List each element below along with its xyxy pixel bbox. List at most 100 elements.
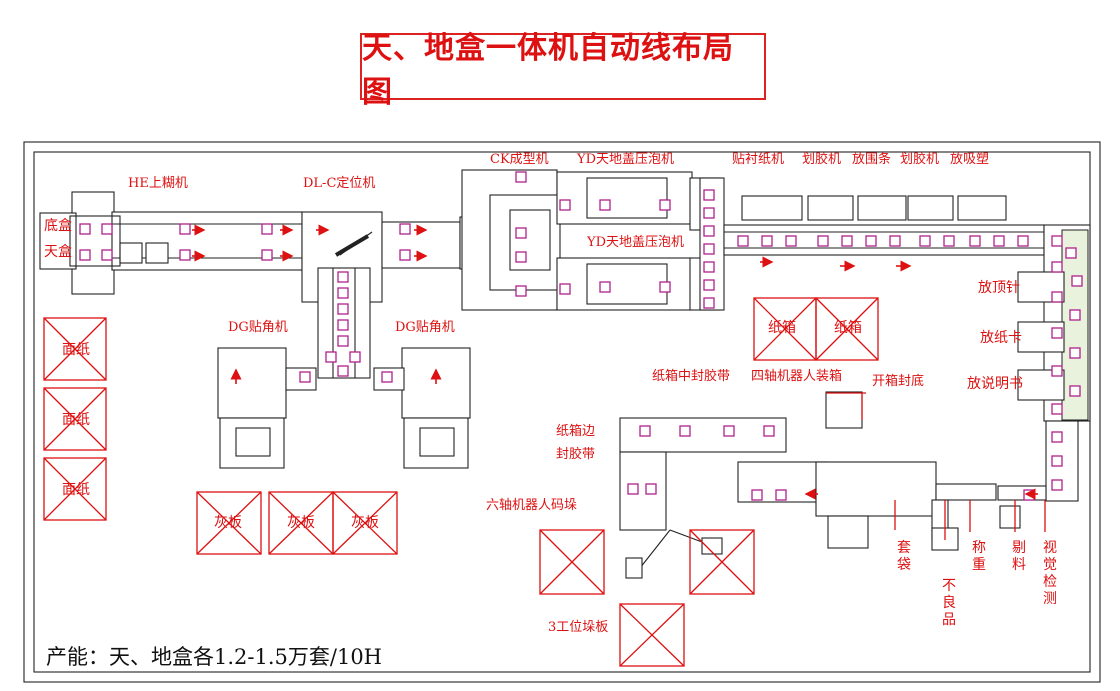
label-shijuejiance: 视觉检测	[1043, 540, 1057, 607]
product-marker	[1051, 235, 1063, 247]
label-zhixiang-2: 纸箱	[834, 320, 862, 336]
label-yd-mid: YD天地盖压泡机	[586, 235, 684, 250]
product-marker	[1069, 309, 1081, 321]
label-fangshuomingshu: 放说明书	[967, 376, 1023, 392]
product-marker	[659, 199, 671, 211]
label-huajiao2: 划胶机	[900, 151, 939, 167]
main-conveyor	[723, 224, 1045, 256]
product-marker	[659, 281, 671, 293]
product-marker	[337, 271, 349, 283]
label-chengzhong: 称重	[972, 540, 986, 573]
label-huiban-3: 灰板	[351, 515, 379, 531]
label-bianfeng-2: 封胶带	[556, 446, 595, 462]
tiankou-label: 天盒	[44, 243, 72, 260]
dg-corner-machine-right	[373, 347, 471, 469]
product-marker	[703, 261, 715, 273]
product-marker	[1017, 235, 1029, 247]
six-axis-robot	[625, 529, 723, 579]
product-marker	[337, 365, 349, 377]
product-marker	[1051, 327, 1063, 339]
product-marker	[785, 235, 797, 247]
product-marker	[261, 249, 273, 261]
label-fangzhika: 放纸卡	[980, 330, 1022, 346]
product-marker	[337, 319, 349, 331]
product-marker	[381, 371, 393, 383]
product-marker	[703, 279, 715, 291]
product-marker	[337, 303, 349, 315]
ck-forming-machine	[461, 169, 561, 311]
product-marker	[79, 249, 91, 261]
product-marker	[559, 283, 571, 295]
product-marker	[179, 249, 191, 261]
label-taodai: 套袋	[897, 540, 911, 573]
label-huajiao1: 划胶机	[802, 151, 841, 167]
product-marker	[101, 223, 113, 235]
label-dlc: DL-C定位机	[303, 176, 375, 191]
product-marker	[599, 199, 611, 211]
product-marker	[817, 235, 829, 247]
huiban-area-1	[196, 491, 262, 555]
product-marker	[865, 235, 877, 247]
leader-lines	[826, 392, 1046, 540]
product-marker	[1071, 275, 1083, 287]
product-marker	[1023, 489, 1035, 501]
product-marker	[515, 251, 527, 263]
label-fangweitiao: 放围条	[852, 151, 891, 167]
outer-frame	[23, 141, 1101, 683]
product-marker	[515, 171, 527, 183]
product-marker	[79, 223, 91, 235]
dl-arm	[334, 234, 370, 257]
dikou-label: 底盒	[44, 217, 72, 234]
product-marker	[1051, 365, 1063, 377]
product-marker	[993, 235, 1005, 247]
label-huiban-1: 灰板	[214, 515, 242, 531]
product-marker	[1051, 261, 1063, 273]
label-buliangpin: 不良品	[942, 578, 956, 628]
label-zhixiang-1: 纸箱	[768, 320, 796, 336]
capacity-note: 产能：天、地盒各1.2-1.5万套/10H	[46, 645, 382, 669]
label-kaixiang: 开箱封底	[872, 373, 924, 389]
product-marker	[261, 223, 273, 235]
flow-arrows	[192, 224, 1038, 500]
label-dg-left: DG贴角机	[228, 320, 288, 335]
product-marker	[703, 189, 715, 201]
packing-conveyor	[619, 417, 1047, 551]
label-miankzhi-1: 面纸	[62, 342, 90, 358]
right-vertical-conveyor	[1043, 224, 1091, 502]
product-marker	[751, 489, 763, 501]
pallet-right	[689, 529, 755, 595]
he-gluer-machine	[39, 191, 303, 295]
product-marker	[179, 223, 191, 235]
product-marker	[1069, 385, 1081, 397]
product-marker	[337, 287, 349, 299]
product-marker	[969, 235, 981, 247]
product-marker	[737, 235, 749, 247]
station-shuomingshu	[1017, 369, 1065, 401]
label-sizhou: 四轴机器人装箱	[751, 368, 842, 384]
label-liuzhou: 六轴机器人码垛	[486, 498, 577, 513]
page-title: 天、地盒一体机自动线布局图	[362, 30, 734, 110]
product-marker	[1051, 403, 1063, 415]
product-marker	[703, 207, 715, 219]
label-fangxisu: 放吸塑	[950, 152, 989, 167]
product-marker	[1051, 291, 1063, 303]
product-marker	[889, 235, 901, 247]
label-miankzhi-2: 面纸	[62, 412, 90, 428]
huiban-area-3	[332, 491, 398, 555]
label-tiliao: 剔料	[1012, 540, 1026, 573]
label-huiban-2: 灰板	[287, 515, 315, 531]
product-marker	[703, 297, 715, 309]
zhixiang-area-2	[815, 297, 879, 361]
label-ck: CK成型机	[490, 152, 549, 167]
product-marker	[761, 235, 773, 247]
miankzhi-area-2	[43, 387, 107, 451]
product-marker	[703, 243, 715, 255]
product-marker	[645, 483, 657, 495]
product-marker	[723, 425, 735, 437]
label-yd-top: YD天地盖压泡机	[576, 152, 674, 167]
product-marker	[1069, 347, 1081, 359]
label-he: HE上糊机	[128, 175, 188, 191]
material-areas	[43, 297, 879, 667]
product-marker	[349, 351, 361, 363]
box-opener	[825, 391, 863, 429]
